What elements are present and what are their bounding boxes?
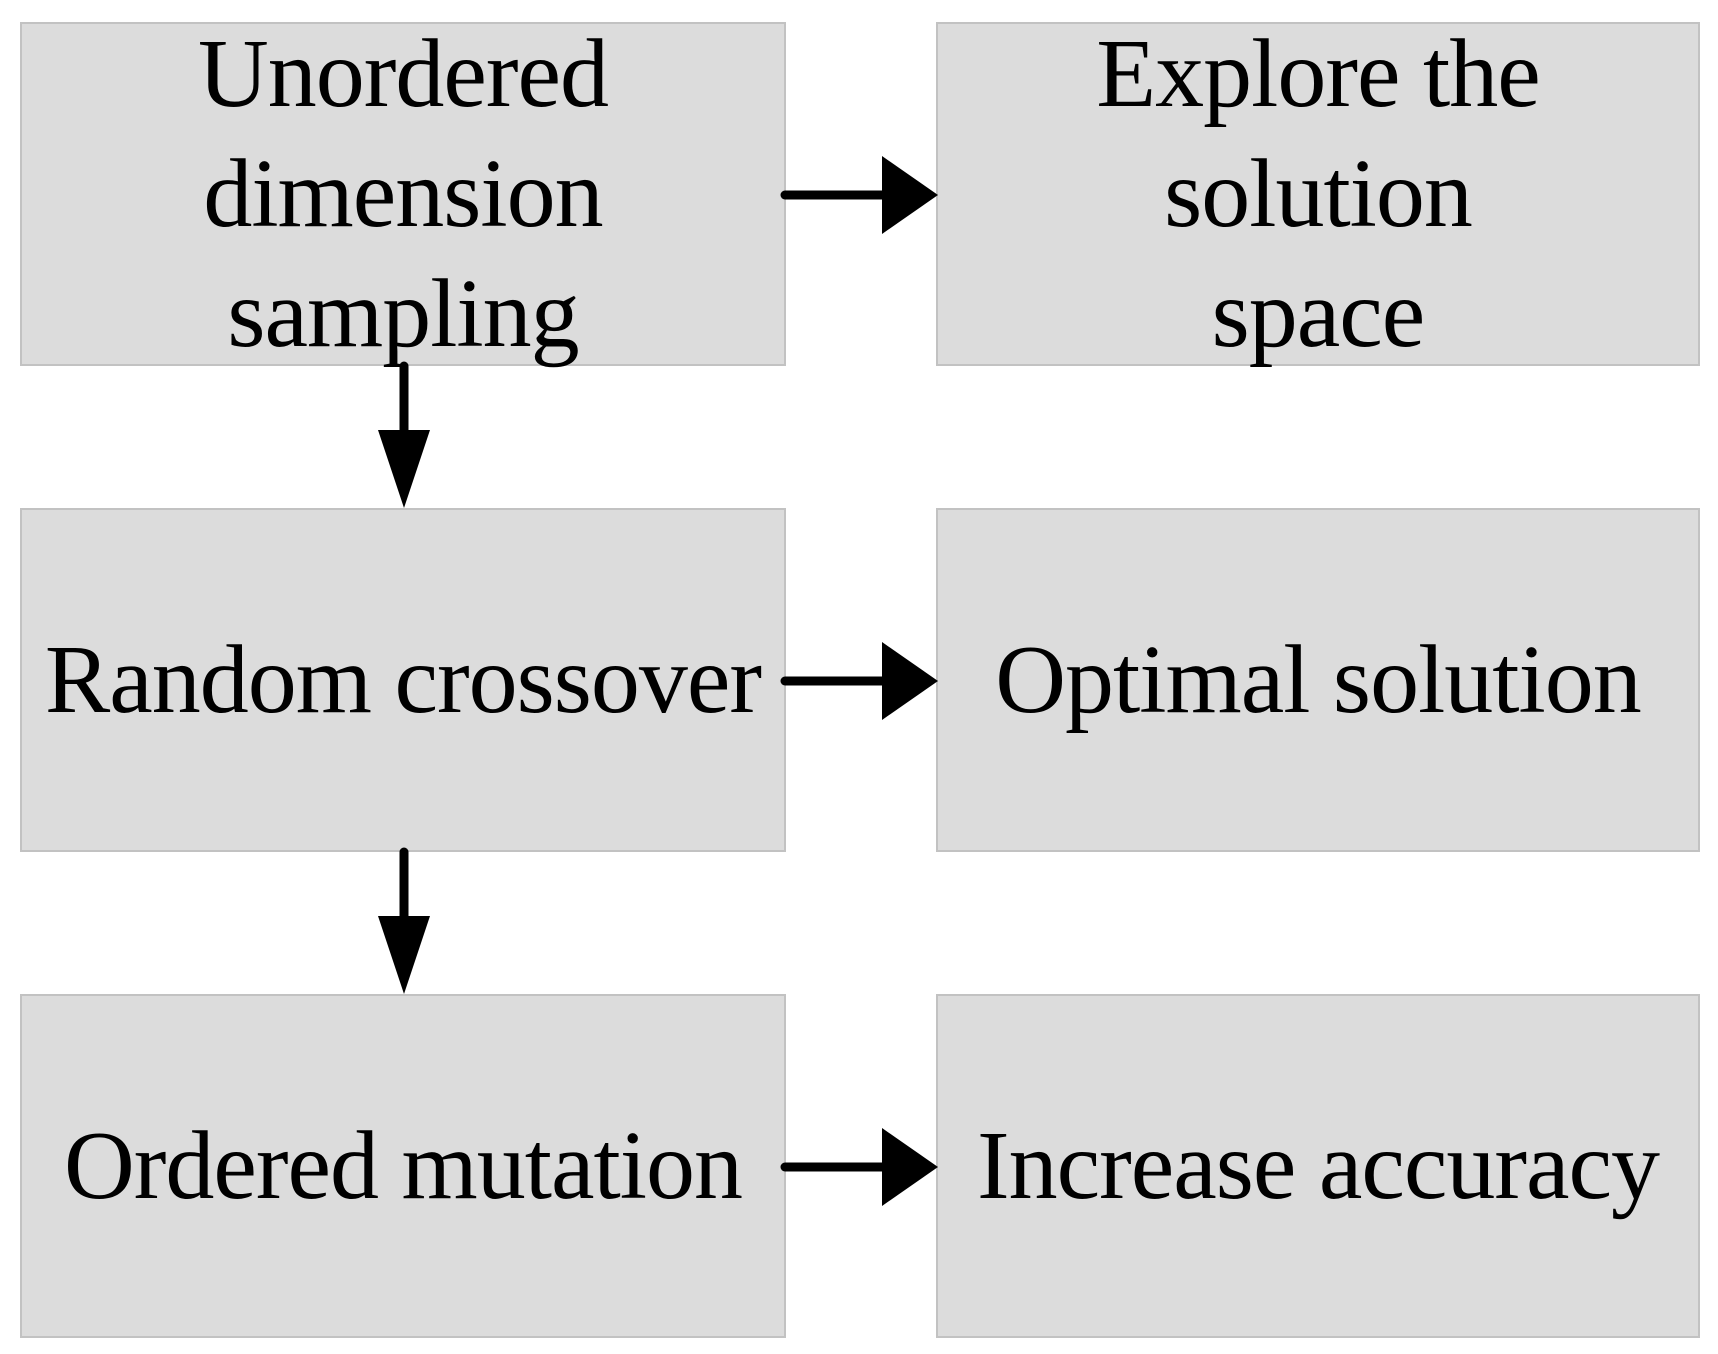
arrow-down-icon [378,847,430,994]
arrow-right-icon [780,1128,938,1206]
increase-accuracy-label: Increase accuracy [976,1106,1660,1226]
label-line: Unordered [197,20,609,128]
arrow-right-icon [780,642,938,720]
optimal-solution-label: Optimal solution [995,620,1641,740]
optimal-solution-box: Optimal solution [936,508,1700,852]
unordered-dimension-sampling-label: Unordered dimension sampling [22,14,784,374]
explore-solution-space-box: Explore the solution space [936,20,1700,368]
label-line: Random crossover [44,626,762,734]
label-line: dimension sampling [203,140,603,368]
arrow-right-icon [780,156,938,234]
label-line: space [1211,260,1426,368]
ordered-mutation-label: Ordered mutation [64,1106,743,1226]
ordered-mutation-box: Ordered mutation [20,994,786,1338]
arrow-down-icon [378,361,430,508]
unordered-dimension-sampling-box: Unordered dimension sampling [20,20,786,368]
random-crossover-label: Random crossover [44,620,762,740]
explore-solution-space-label: Explore the solution space [938,14,1698,374]
label-line: Increase accuracy [976,1112,1660,1220]
label-line: Ordered mutation [64,1112,743,1220]
label-line: Explore the solution [1096,20,1540,248]
increase-accuracy-box: Increase accuracy [936,994,1700,1338]
label-line: Optimal solution [995,626,1641,734]
random-crossover-box: Random crossover [20,508,786,852]
